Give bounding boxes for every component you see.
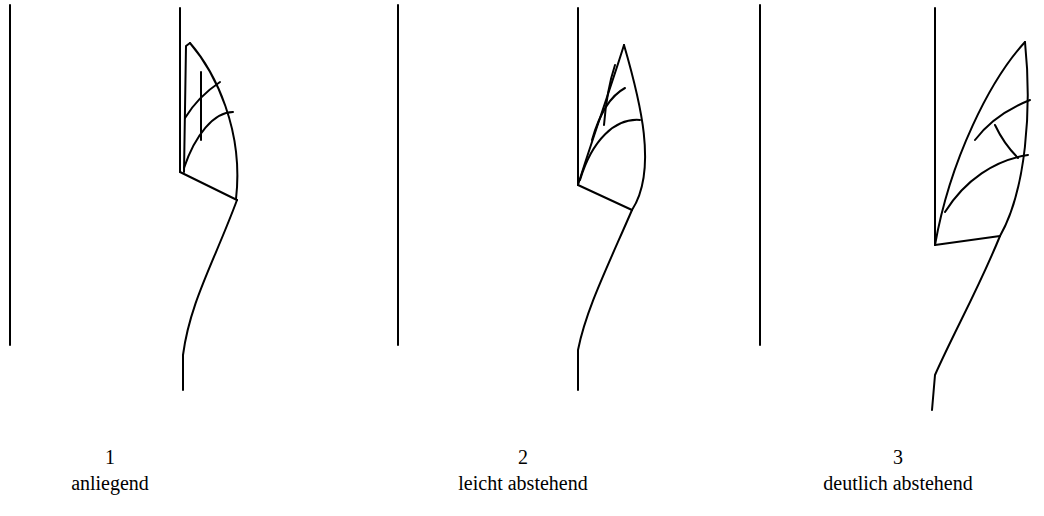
bud-appressed <box>10 5 237 390</box>
figure-number: 2 <box>518 446 528 469</box>
bud-clearly-spreading <box>760 5 1030 410</box>
figure-number: 1 <box>105 446 115 469</box>
figure-caption: leicht abstehend <box>458 472 587 495</box>
figure-caption: deutlich abstehend <box>823 472 972 495</box>
figure-caption: anliegend <box>71 472 149 495</box>
bud-slightly-spreading <box>398 5 645 390</box>
figure-number: 3 <box>893 446 903 469</box>
